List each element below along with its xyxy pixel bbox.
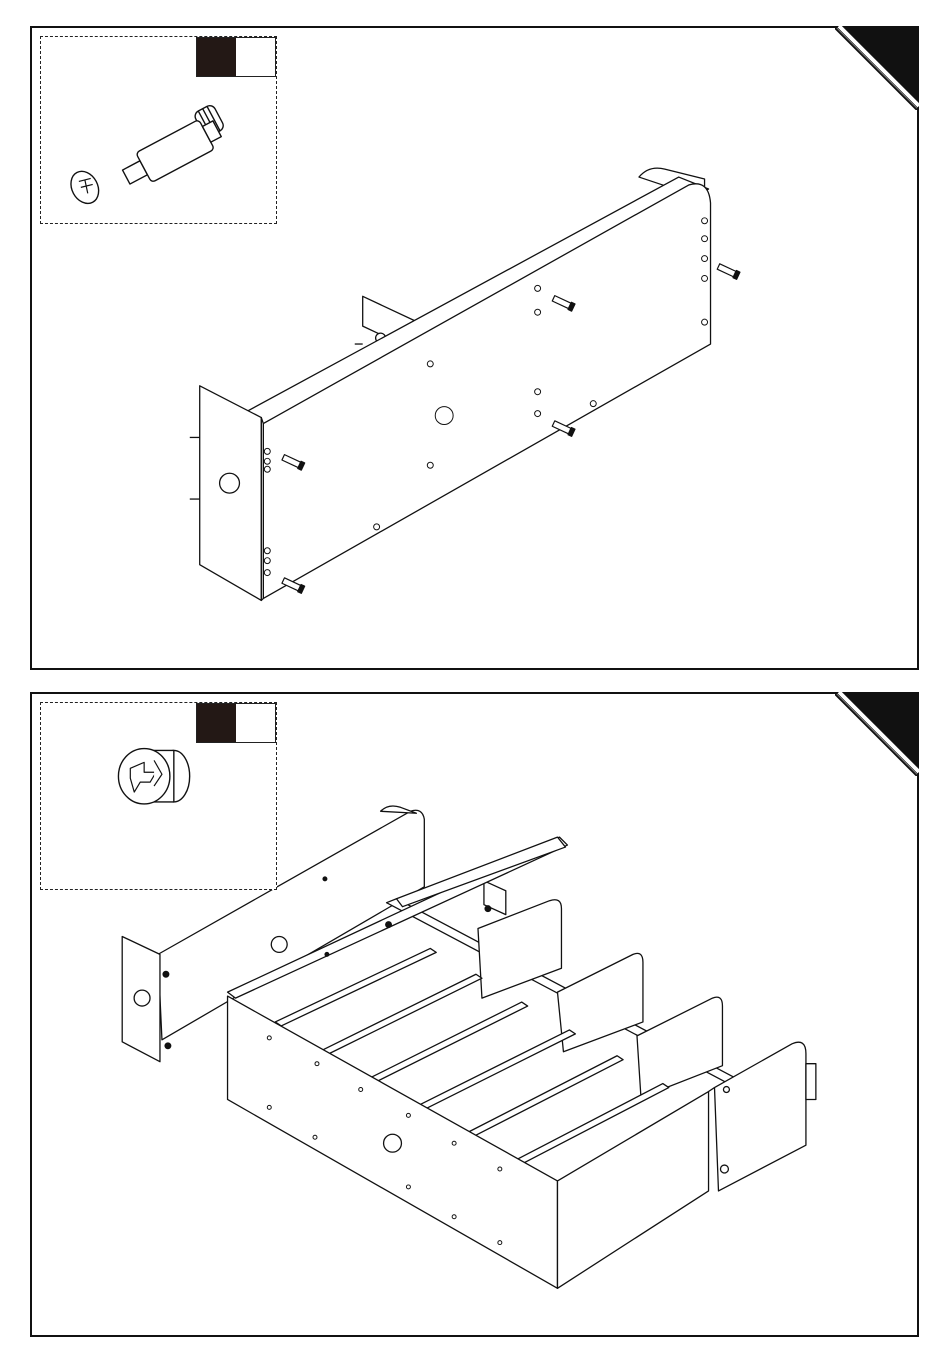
quantity-marker-empty: [236, 38, 275, 76]
divider-panel: [637, 997, 722, 1097]
step-corner-tab-icon: [835, 692, 919, 776]
step-2-panel: [30, 692, 919, 1337]
quantity-marker: [196, 703, 276, 743]
long-panel-face: [263, 184, 710, 599]
cam-hole: [720, 1165, 728, 1173]
step-corner-tab-icon: [835, 26, 919, 110]
cam-hole: [271, 936, 287, 952]
panel-end-cap: [381, 806, 417, 813]
cam-hole: [134, 990, 150, 1006]
panel-edge: [709, 1088, 715, 1092]
handle-block: [806, 1064, 816, 1100]
part-inset-cam-bolt: [40, 36, 277, 224]
quantity-marker-filled: [197, 38, 236, 76]
front-panel-end: [557, 1092, 708, 1289]
quantity-marker-filled: [197, 704, 236, 742]
quantity-marker-empty: [236, 704, 275, 742]
cam-hole: [384, 1134, 402, 1152]
cam-hole: [220, 473, 240, 493]
left-end-panel-edge: [261, 418, 263, 601]
cam-hole: [723, 1087, 729, 1093]
step-1-panel: [30, 26, 919, 670]
quantity-marker: [196, 37, 276, 77]
part-inset-cam-lock: [40, 702, 277, 890]
